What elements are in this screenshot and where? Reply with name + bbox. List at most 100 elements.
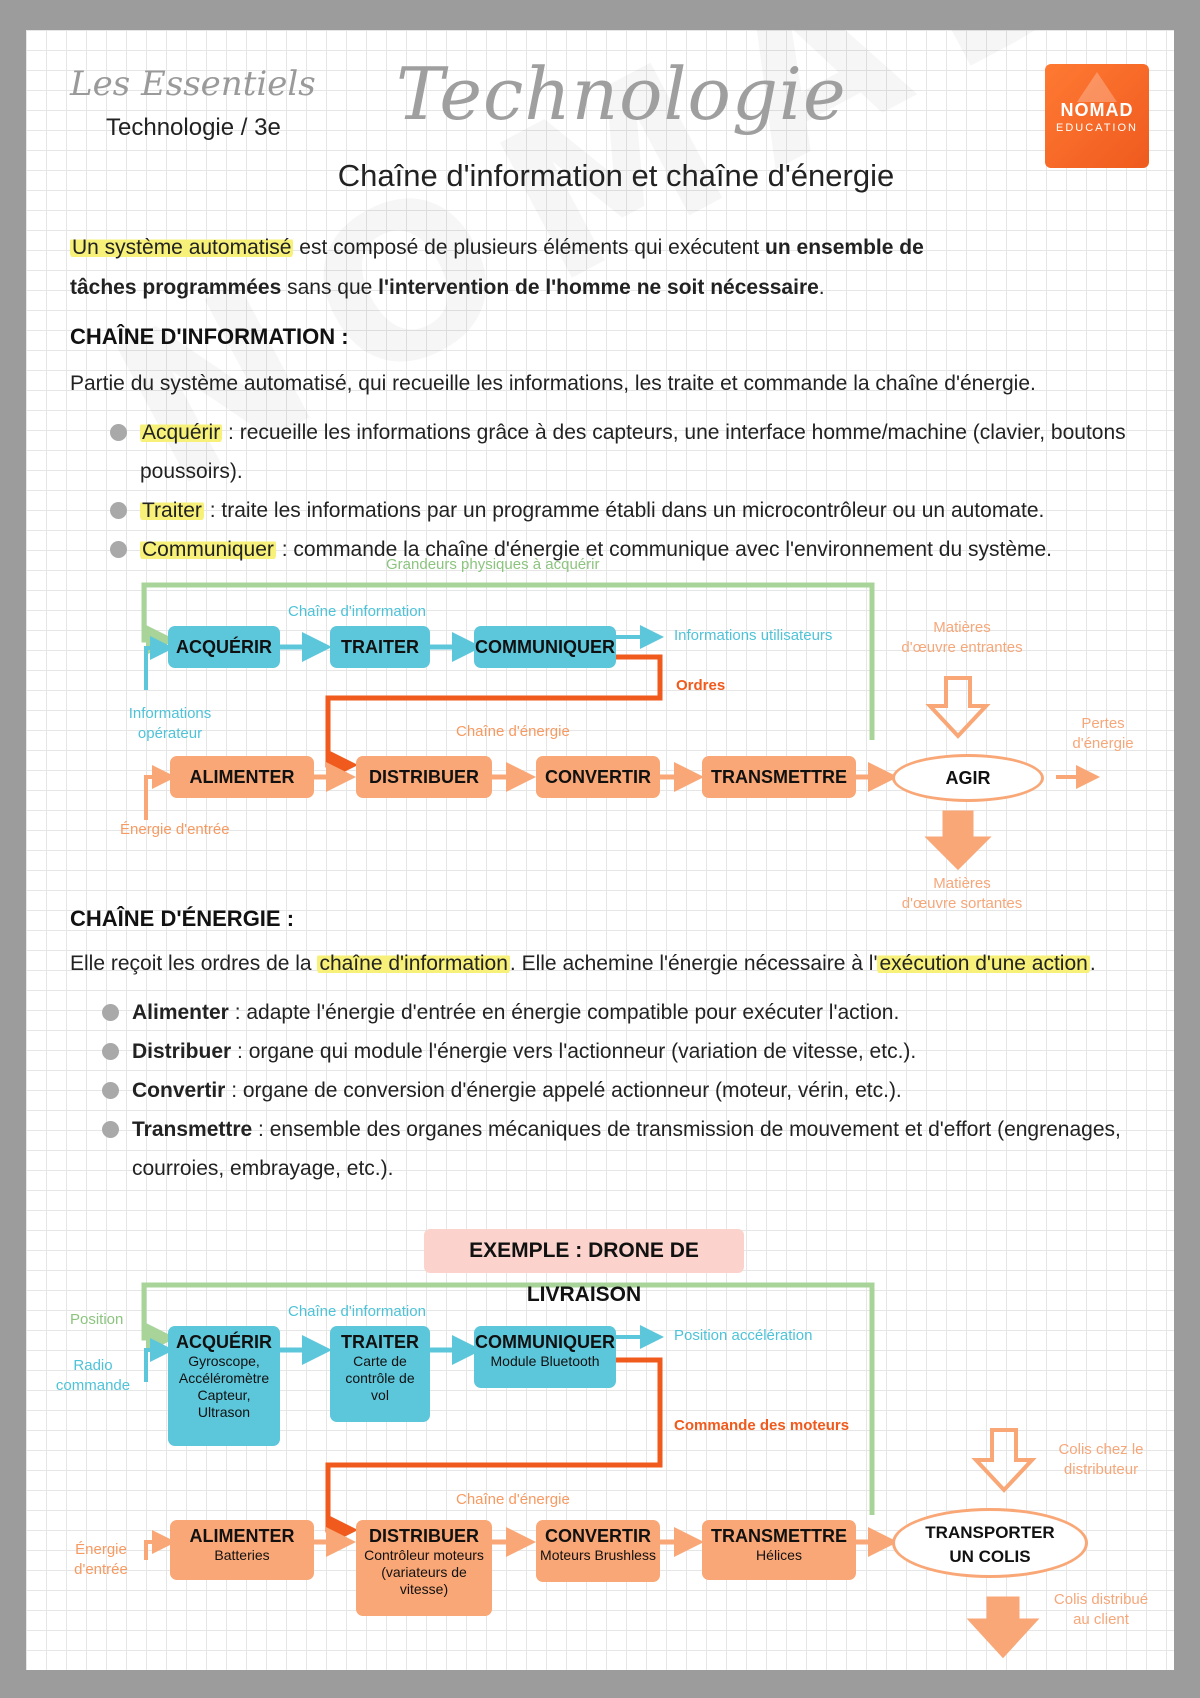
label-line: Matières: [933, 875, 991, 892]
label-line: Énergie: [75, 1541, 127, 1558]
box-label: TRAITER: [341, 1332, 419, 1352]
bullet-icon: [102, 1082, 119, 1099]
energy-bullet-list: Alimenter : adapte l'énergie d'entrée en…: [102, 993, 1122, 1188]
bullet-text: : organe de conversion d'énergie appelé …: [225, 1079, 902, 1102]
bullet-term: Convertir: [132, 1079, 226, 1102]
box-label: TRAITER: [341, 637, 419, 657]
label-grandeurs: Grandeurs physiques à acquérir: [386, 556, 600, 573]
box-sub-line: contrôle de: [345, 1370, 415, 1386]
box-label: DISTRIBUER: [368, 767, 479, 787]
box-distribuer: DISTRIBUER: [356, 756, 492, 798]
intro-highlight: Un système automatisé: [70, 236, 294, 259]
label-chaine-info: Chaîne d'information: [288, 1303, 426, 1320]
desc-text-3: .: [1089, 952, 1096, 975]
box-convertir-example: CONVERTIR Moteurs Brushless: [536, 1520, 660, 1582]
desc-highlight-1: chaîne d'information: [317, 952, 510, 975]
bullet-term: Alimenter: [132, 1001, 229, 1024]
bullet-term: Distribuer: [132, 1040, 232, 1063]
brand-script: Les Essentiels: [70, 64, 316, 104]
bullet-icon: [102, 1004, 119, 1021]
desc-text-2: . Elle achemine l'énergie nécessaire à l…: [509, 952, 878, 975]
label-position: Position: [70, 1311, 124, 1328]
box-alimenter: ALIMENTER: [170, 756, 314, 798]
box-sub-line: vitesse): [399, 1581, 449, 1597]
box-communiquer-example: COMMUNIQUER Module Bluetooth: [474, 1326, 616, 1388]
diagram-arrows: [141, 582, 1100, 1659]
info-section-desc: Partie du système automatisé, qui recuei…: [70, 372, 1036, 395]
label-position-acceleration: Position accélération: [674, 1327, 813, 1344]
label-line: opérateur: [137, 725, 203, 742]
list-item: Alimenter : adapte l'énergie d'entrée en…: [102, 993, 1122, 1032]
box-transmettre-example: TRANSMETTRE Hélices: [702, 1520, 856, 1580]
box-transmettre: TRANSMETTRE: [702, 756, 856, 798]
box-label: DISTRIBUER: [368, 1526, 479, 1546]
page-subtitle: Chaîne d'information et chaîne d'énergie: [337, 158, 895, 193]
box-label: ALIMENTER: [189, 1526, 295, 1546]
label-line: Pertes: [1081, 715, 1125, 732]
box-sub-line: Carte de: [353, 1353, 407, 1369]
label-energie-entree: Énergie d'entrée: [66, 1540, 136, 1580]
label-line: d'énergie: [1072, 735, 1134, 752]
box-sub-line: Batteries: [214, 1547, 270, 1563]
label-line: Colis chez le: [1058, 1441, 1144, 1458]
box-label: COMMUNIQUER: [475, 637, 615, 657]
label-pertes: Pertes d'énergie: [1058, 714, 1148, 754]
intro-text-3: .: [818, 276, 825, 299]
logo-subtext: EDUCATION: [1056, 122, 1138, 134]
bullet-icon: [102, 1043, 119, 1060]
box-label: ACQUÉRIR: [175, 1332, 272, 1352]
energy-section-desc: Elle reçoit les ordres de la chaîne d'in…: [70, 944, 1150, 984]
label-colis-distribue: Colis distribué au client: [1042, 1590, 1160, 1630]
intro-paragraph: Un système automatisé est composé de plu…: [70, 228, 950, 308]
document-page: NOMAD EDUCATION Les Essentiels Technolog…: [26, 30, 1174, 1670]
diagram2-links: [141, 1282, 1040, 1659]
ellipse-transporter: TRANSPORTER UN COLIS: [892, 1508, 1088, 1578]
bullet-icon: [110, 424, 127, 441]
box-convertir: CONVERTIR: [536, 756, 660, 798]
box-traiter: TRAITER: [330, 626, 430, 668]
bullet-icon: [110, 502, 127, 519]
box-label: COMMUNIQUER: [475, 1332, 615, 1352]
bullet-text: : ensemble des organes mécaniques de tra…: [132, 1118, 1121, 1180]
label-line: d'entrée: [74, 1561, 128, 1578]
box-sub-line: vol: [371, 1387, 389, 1403]
label-matieres-sortantes: Matières d'œuvre sortantes: [892, 874, 1032, 914]
bullet-text: : traite les informations par un program…: [203, 499, 1045, 522]
label-matieres-entrantes: Matières d'œuvre entrantes: [892, 618, 1032, 658]
ellipse-agir: AGIR: [892, 754, 1044, 802]
list-item: Distribuer : organe qui module l'énergie…: [102, 1032, 1122, 1071]
label-info-operateur: Informations opérateur: [110, 704, 230, 744]
brand-subtitle: Technologie / 3e: [106, 114, 281, 141]
label-ordres: Ordres: [676, 677, 726, 694]
label-line: Informations: [128, 705, 212, 722]
label-chaine-info: Chaîne d'information: [288, 603, 426, 620]
box-label: TRANSMETTRE: [711, 1526, 847, 1546]
label-chaine-energie: Chaîne d'énergie: [456, 723, 570, 740]
box-acquerir-example: ACQUÉRIR Gyroscope, Accéléromètre Capteu…: [168, 1326, 280, 1446]
diagram1-links: [141, 582, 1100, 871]
label-colis-chez: Colis chez le distributeur: [1046, 1440, 1156, 1480]
intro-bold-1: un ensemble de tâches programmées: [70, 236, 924, 299]
box-sub-line: Module Bluetooth: [490, 1353, 600, 1369]
desc-text-1: Elle reçoit les ordres de la: [70, 952, 318, 975]
box-sub-line: (variateurs de: [381, 1564, 467, 1580]
box-sub-line: Capteur,: [197, 1387, 251, 1403]
bullet-term: Transmettre: [132, 1118, 253, 1141]
bullet-text: : recueille les informations grâce à des…: [140, 421, 1126, 483]
bullet-icon: [110, 541, 127, 558]
bullet-text: : organe qui module l'énergie vers l'act…: [231, 1040, 917, 1063]
energy-section-title: CHAÎNE D'ÉNERGIE :: [70, 906, 295, 931]
info-bullet-list: Acquérir : recueille les informations gr…: [110, 413, 1170, 569]
box-alimenter-example: ALIMENTER Batteries: [170, 1520, 314, 1580]
label-info-utilisateurs: Informations utilisateurs: [674, 627, 833, 644]
box-sub-line: Accéléromètre: [178, 1370, 270, 1386]
label-line: au client: [1073, 1611, 1129, 1628]
box-label: ACQUÉRIR: [175, 637, 272, 657]
label-line: Radio: [73, 1357, 113, 1374]
ellipse-line: UN COLIS: [949, 1547, 1031, 1566]
list-item: Transmettre : ensemble des organes mécan…: [102, 1110, 1122, 1188]
label-line: d'œuvre sortantes: [901, 895, 1023, 912]
box-sub-line: Hélices: [756, 1547, 802, 1563]
list-item: Acquérir : recueille les informations gr…: [110, 413, 1170, 491]
logo-text: NOMAD: [1060, 100, 1134, 120]
